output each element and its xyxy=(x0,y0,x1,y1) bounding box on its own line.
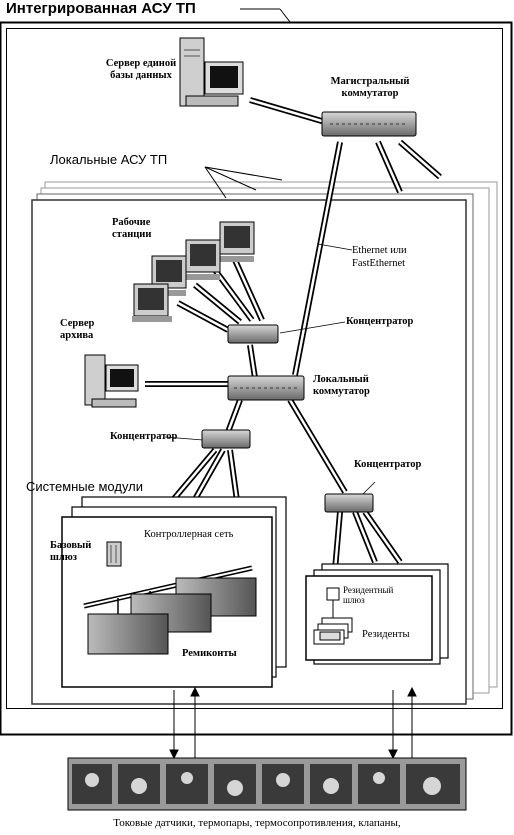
residents-icon xyxy=(313,617,353,645)
workstations-icon xyxy=(132,221,255,322)
system-modules-label: Системные модули xyxy=(26,479,144,494)
archive-server-icon xyxy=(84,354,139,408)
diagram-title: Интегрированная АСУ ТП xyxy=(6,0,196,17)
hub-left-label: Концентратор xyxy=(110,431,178,442)
local-asu-pointers xyxy=(204,166,283,199)
local-switch-icon xyxy=(227,375,305,401)
hub-top-label: Концентратор xyxy=(346,316,414,327)
remikonts-label: Ремиконты xyxy=(182,648,237,659)
resident-frames xyxy=(305,563,449,665)
hub-top-icon xyxy=(227,324,279,344)
remikont-racks-icon xyxy=(87,577,257,655)
base-gateway-icon xyxy=(106,541,122,567)
residents-label: Резиденты xyxy=(362,629,410,640)
hub-left-icon xyxy=(201,429,251,449)
resident-gateway-icon xyxy=(326,587,340,618)
outer-frame xyxy=(0,8,513,736)
backbone-switch-icon xyxy=(321,111,417,137)
local-asu-label: Локальные АСУ ТП xyxy=(50,152,168,167)
field-arrows xyxy=(169,686,417,760)
hub-right-label: Концентратор xyxy=(354,459,422,470)
hub-right-icon xyxy=(324,493,374,513)
field-equipment-strip xyxy=(67,757,467,811)
caption: Токовые датчики, термопары, термосопроти… xyxy=(113,817,401,829)
controller-net-label: Контроллерная сеть xyxy=(144,529,234,540)
db-server-icon xyxy=(179,37,244,107)
